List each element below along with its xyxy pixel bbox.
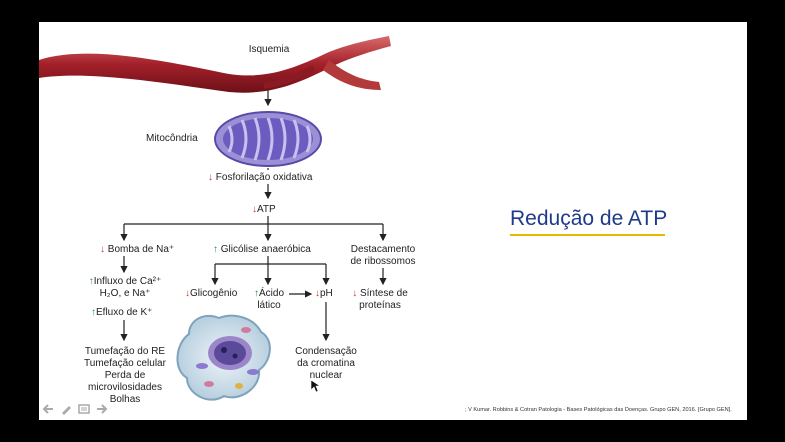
label-ph: ↓pH (315, 288, 333, 299)
citation-text: ; V Kumar. Robbins & Cotran Patologia - … (465, 407, 732, 413)
title-underline (510, 234, 665, 236)
slides-menu-icon[interactable] (78, 403, 90, 415)
label-condensacao: Condensação da cromatina nuclear (295, 346, 357, 381)
decrease-arrow-icon: ↓ (352, 288, 358, 299)
increase-arrow-icon: ↑ (91, 307, 96, 318)
slide-title: Redução de ATP (510, 207, 668, 230)
mitochondrion-illustration (214, 111, 322, 167)
diagram-graphics (39, 36, 391, 401)
label-mitocondria: Mitocôndria (146, 133, 198, 144)
label-fosforilacao: ↓ Fosforilação oxidativa (208, 172, 313, 183)
increase-arrow-icon: ↑ (253, 288, 259, 299)
decrease-arrow-icon: ↓ (252, 204, 257, 215)
label-glicogenio: ↓Glicogênio (185, 288, 238, 299)
label-bomba: ↓ Bomba de Na⁺ (100, 244, 175, 255)
increase-arrow-icon: ↑ (213, 244, 218, 255)
arrow-left-icon[interactable] (42, 403, 54, 415)
label-efluxo: ↑Efluxo de K⁺ (91, 307, 153, 318)
flow-arrows (120, 90, 387, 342)
label-glicolise: ↑ Glicólise anaeróbica (213, 244, 311, 255)
decrease-arrow-icon: ↓ (185, 288, 190, 299)
increase-arrow-icon: ↑ (88, 276, 94, 287)
label-isquemia: Isquemia (248, 44, 290, 55)
label-influxo: ↑Influxo de Ca²⁺H₂O, e Na⁺ (88, 276, 162, 299)
slide: Isquemia Mitocôndria ↓ Fosforilação oxid… (39, 22, 747, 420)
decrease-arrow-icon: ↓ (208, 172, 213, 183)
decrease-arrow-icon: ↓ (315, 288, 320, 299)
label-atp: ↓ATP (252, 204, 276, 215)
mouse-cursor-icon (311, 380, 320, 393)
pencil-icon[interactable] (60, 403, 72, 415)
arrow-right-icon[interactable] (96, 403, 108, 415)
decrease-arrow-icon: ↓ (100, 244, 105, 255)
blood-vessel-illustration (39, 36, 391, 93)
cell-illustration (176, 314, 271, 401)
label-tumefacao-group: Tumefação do RE Tumefação celular Perda … (84, 346, 166, 405)
